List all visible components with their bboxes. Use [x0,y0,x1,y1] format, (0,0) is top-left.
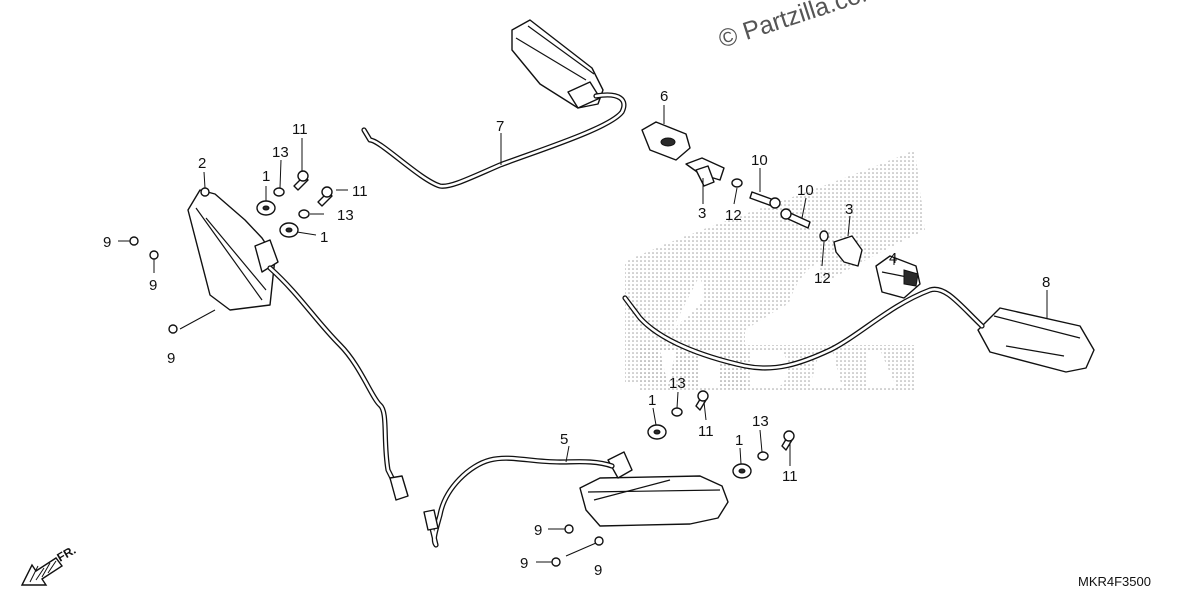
callout-1: 1 [262,168,270,185]
callout-13: 13 [272,144,289,161]
callout-10: 10 [751,152,768,169]
part-3-stays [685,157,863,267]
screws-and-bolts [293,170,811,451]
callout-6: 6 [660,88,668,105]
callout-3: 3 [698,205,706,222]
callout-1: 1 [735,432,743,449]
washers-and-nuts [129,178,829,567]
callout-10: 10 [797,182,814,199]
callout-11: 11 [698,423,714,440]
callout-2: 2 [198,155,206,172]
callout-9: 9 [520,555,528,572]
callout-8: 8 [1042,274,1050,291]
callout-12: 12 [814,270,831,287]
part-6-grommet [641,121,691,161]
front-direction-marker: FR. [20,543,78,586]
callout-5: 5 [560,431,568,448]
callout-1: 1 [648,392,656,409]
part-2-left-winker [187,187,409,501]
leader-lines [118,105,1048,563]
callout-13: 13 [669,375,686,392]
callout-9: 9 [167,350,175,367]
callout-4: 4 [889,250,897,267]
callout-9: 9 [103,234,111,251]
part-4-connector [875,255,921,299]
callout-11: 11 [292,121,308,138]
callout-13: 13 [337,207,354,224]
callout-13: 13 [752,413,769,430]
callout-labels: 1 1 1 1 2 3 3 4 5 6 7 8 9 9 9 9 9 9 10 1… [103,88,1050,579]
callout-11: 11 [352,183,368,200]
callout-9: 9 [594,562,602,579]
diagram-code: MKR4F3500 [1078,574,1151,589]
callout-1: 1 [320,229,328,246]
callout-7: 7 [496,118,504,135]
part-7-upper-winker [361,19,627,189]
callout-3: 3 [845,201,853,218]
part-8-right-winker [622,286,1095,373]
callout-12: 12 [725,207,742,224]
callout-9: 9 [149,277,157,294]
part-5-lower-winker [423,451,729,548]
watermark-text: © Partzilla.com [715,0,884,54]
rubber-mounts [256,200,752,479]
callout-11: 11 [782,468,798,485]
callout-9: 9 [534,522,542,539]
